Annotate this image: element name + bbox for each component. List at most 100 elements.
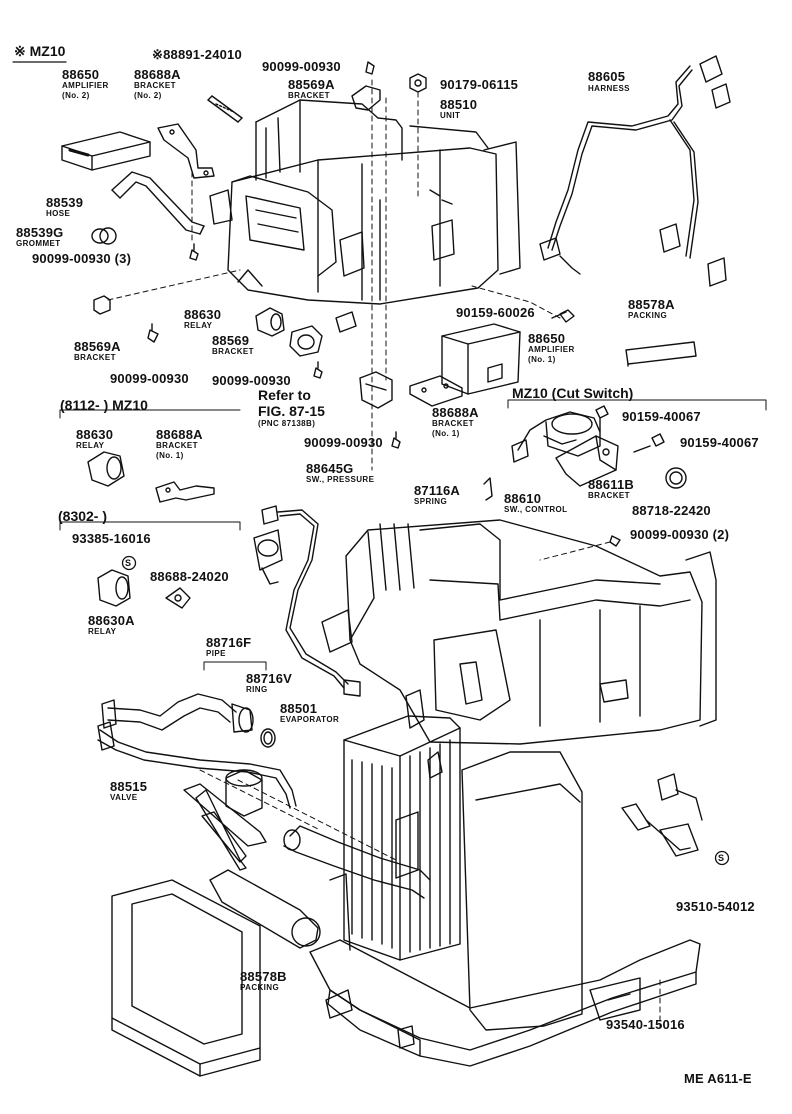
part-88630A-sub: RELAY xyxy=(88,627,117,636)
cut-switch-box-lines xyxy=(507,399,767,411)
header-mz10: ※ MZ10 xyxy=(14,43,66,59)
part-88501-sub: EVAPORATOR xyxy=(280,715,340,724)
refer-line2: FIG. 87-15 xyxy=(258,403,325,419)
amplifier-no2-part xyxy=(61,131,151,171)
screw-90159-60026 xyxy=(551,309,575,323)
part-88605-label: 88605 xyxy=(588,69,626,84)
part-88650-no2-label: 88650 xyxy=(62,67,100,82)
part-88630-b-sub: RELAY xyxy=(76,441,105,450)
part-88716V-label: 88716V xyxy=(246,671,293,686)
part-88578A-label: 88578A xyxy=(628,297,675,312)
part-90179-label: 90179-06115 xyxy=(440,77,519,92)
part-88645G-label: 88645G xyxy=(306,461,354,476)
part-88650-no2-sub1: AMPLIFIER xyxy=(62,81,109,90)
evap-inlet-tube xyxy=(283,825,431,899)
part-88688A-no1-sub2: (No. 1) xyxy=(432,429,460,438)
part-88515-label: 88515 xyxy=(110,779,148,794)
part-88718-label: 88718-22420 xyxy=(632,503,711,518)
part-88611B-sub: BRACKET xyxy=(588,491,630,500)
amplifier-no1 xyxy=(441,323,521,395)
part-88610-sub: SW., CONTROL xyxy=(504,505,568,514)
part-90099-left-label: 90099-00930 xyxy=(110,371,189,386)
bracket-88688-24020 xyxy=(165,587,191,609)
part-88650-no1-sub1: AMPLIFIER xyxy=(528,345,575,354)
spring-87116A xyxy=(483,477,493,501)
control-switch-88610 xyxy=(511,411,601,463)
part-88501-label: 88501 xyxy=(280,701,318,716)
part-88569A-left-sub: BRACKET xyxy=(74,353,116,362)
part-88891-label: ※88891-24010 xyxy=(152,47,242,62)
part-88688A-no1-sub1: BRACKET xyxy=(432,419,474,428)
part-88510-label: 88510 xyxy=(440,97,478,112)
ring-88718 xyxy=(665,467,687,489)
lower-case-lower-half xyxy=(309,751,701,1067)
refer-line1: Refer to xyxy=(258,387,311,403)
part-88716V-sub: RING xyxy=(246,685,268,694)
lower-case-upper-half xyxy=(321,519,717,779)
part-88630-relay-label: 88630 xyxy=(184,307,222,322)
valve-88515 xyxy=(183,769,267,871)
part-88515-sub: VALVE xyxy=(110,793,138,802)
part-93540-label: 93540-15016 xyxy=(606,1017,685,1032)
part-88645G-sub: SW., PRESSURE xyxy=(306,475,375,484)
part-88610-label: 88610 xyxy=(504,491,542,506)
s-mark-left: S xyxy=(125,558,132,568)
part-88611B-label: 88611B xyxy=(588,477,635,492)
part-88569A-left-label: 88569A xyxy=(74,339,121,354)
bracket-no1-part xyxy=(409,375,463,407)
part-88539-label: 88539 xyxy=(46,195,84,210)
relay-88630-mz10 xyxy=(87,451,125,487)
bolt-88891 xyxy=(207,95,243,123)
part-88578B-sub: PACKING xyxy=(240,983,280,992)
harness-88605 xyxy=(539,55,731,287)
relay-88630 xyxy=(255,307,285,337)
pipe-88716F xyxy=(97,693,297,809)
hose-88539 xyxy=(111,171,205,235)
part-88688A-no2-sub2: (No. 2) xyxy=(134,91,162,100)
part-90099-2-label: 90099-00930 (2) xyxy=(630,527,730,542)
part-88569A-top-label: 88569A xyxy=(288,77,335,92)
header-range-8302: (8302- ) xyxy=(58,508,108,524)
part-88539G-label: 88539G xyxy=(16,225,64,240)
part-88688A-b-sub1: BRACKET xyxy=(156,441,198,450)
grommet-88539G xyxy=(91,227,117,245)
part-88569A-top-sub: BRACKET xyxy=(288,91,330,100)
part-88650-no1-label: 88650 xyxy=(528,331,566,346)
part-88605-sub: HARNESS xyxy=(588,84,630,93)
part-90099-mid-label: 90099-00930 xyxy=(212,373,291,388)
nut-90179 xyxy=(409,73,427,93)
thermistor-93510 xyxy=(621,773,703,857)
s-mark-right: S xyxy=(718,853,725,863)
relay-88630A xyxy=(97,569,131,607)
part-90099-top-label: 90099-00930 xyxy=(262,59,341,74)
part-88716F-label: 88716F xyxy=(206,635,252,650)
part-88539-sub: HOSE xyxy=(46,209,71,218)
part-93510-label: 93510-54012 xyxy=(676,899,755,914)
part-88569-sub: BRACKET xyxy=(212,347,254,356)
part-88630-b-label: 88630 xyxy=(76,427,114,442)
packing-88578B xyxy=(111,879,261,1077)
bracket-88688A-mz10 xyxy=(155,481,215,503)
part-90159-60026-label: 90159-60026 xyxy=(456,305,535,320)
header-mz10-cut-switch: MZ10 (Cut Switch) xyxy=(512,385,634,401)
part-90099-lower-label: 90099-00930 xyxy=(304,435,383,450)
bracket-88569 xyxy=(289,325,323,357)
part-88650-no1-sub2: (No. 1) xyxy=(528,355,556,364)
ring-88716V xyxy=(260,728,276,748)
part-90159-40067b-label: 90159-40067 xyxy=(680,435,759,450)
part-88688A-no1-label: 88688A xyxy=(432,405,479,420)
pressure-switch-88645G xyxy=(253,505,361,697)
part-88578B-label: 88578B xyxy=(240,969,287,984)
part-88578A-sub: PACKING xyxy=(628,311,668,320)
bracket-88611B xyxy=(555,435,619,487)
screws-90159-40067 xyxy=(595,405,665,453)
part-88539G-sub: GROMMET xyxy=(16,239,61,248)
part-88688-24020-label: 88688-24020 xyxy=(150,569,229,584)
packing-88578A xyxy=(625,341,697,367)
bracket-88569A-left xyxy=(93,295,111,315)
evaporator-88501 xyxy=(343,715,461,961)
connector-fig87-15 xyxy=(359,371,393,409)
packing-tube xyxy=(209,869,321,949)
part-88650-no2-sub2: (No. 2) xyxy=(62,91,90,100)
